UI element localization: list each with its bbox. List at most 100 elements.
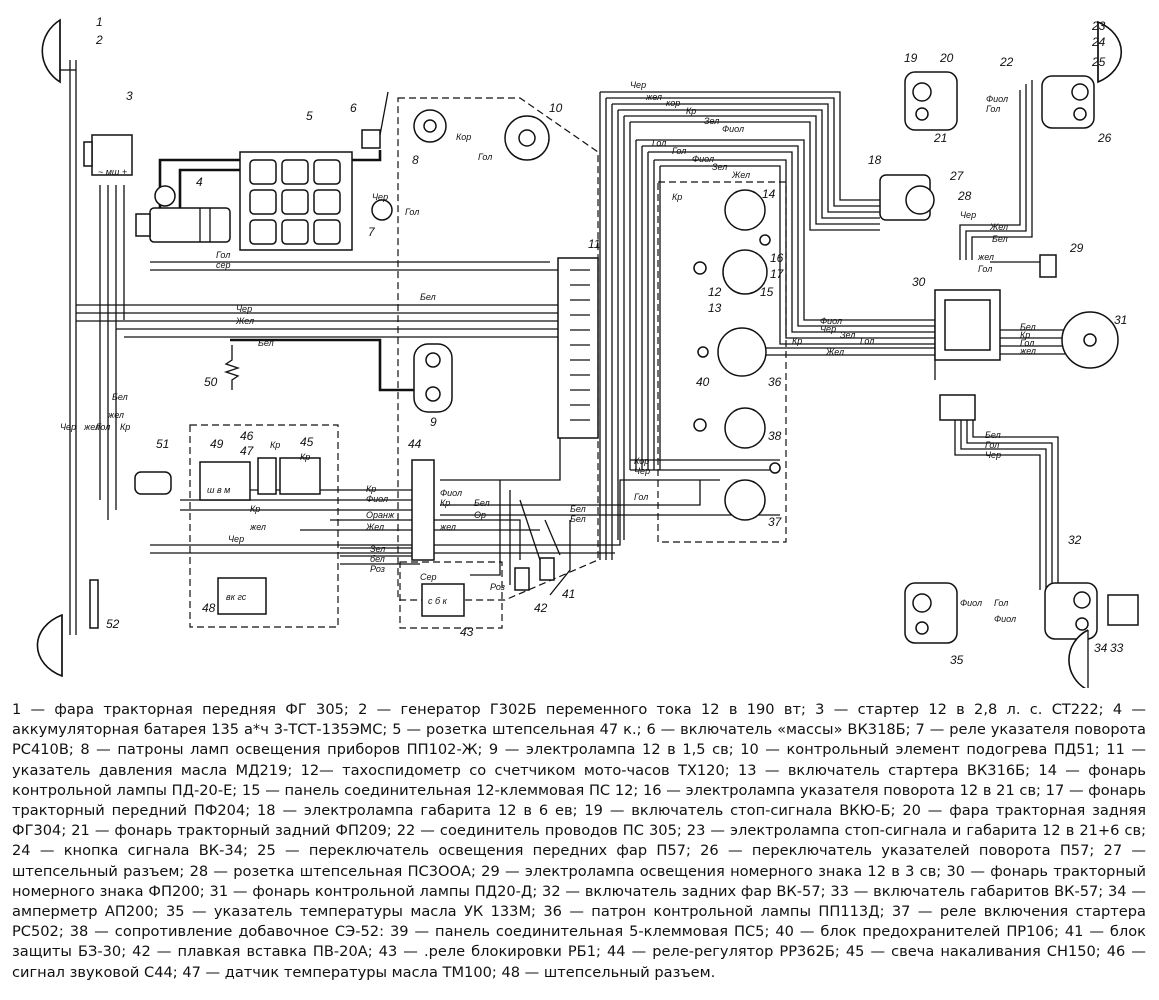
svg-text:43: 43: [460, 625, 474, 639]
relay-regulator-49: ш в м: [199, 461, 251, 501]
svg-text:52: 52: [106, 617, 120, 631]
svg-text:Фиол: Фиол: [820, 316, 842, 326]
wire-labels: Чер Гол Гол сер Чер Жел Бел Бел Гол Кор …: [60, 80, 1036, 624]
svg-text:Бел: Бел: [985, 430, 1001, 440]
svg-text:Кор: Кор: [634, 456, 649, 466]
svg-text:Кр: Кр: [686, 106, 696, 116]
svg-text:жел: жел: [249, 522, 266, 532]
top-harness: [599, 91, 935, 560]
svg-text:12: 12: [708, 285, 722, 299]
svg-text:32: 32: [1068, 533, 1082, 547]
svg-text:44: 44: [408, 437, 422, 451]
horn-46: [257, 457, 277, 495]
svg-text:Гол: Гол: [405, 207, 419, 217]
svg-text:45: 45: [300, 435, 314, 449]
fuse-block-40: [697, 346, 709, 358]
svg-text:13: 13: [708, 301, 722, 315]
svg-text:~ мш +: ~ мш +: [98, 167, 127, 177]
svg-text:Бел: Бел: [474, 498, 490, 508]
svg-text:24: 24: [1091, 35, 1106, 49]
svg-text:Кр: Кр: [270, 440, 280, 450]
svg-text:15: 15: [760, 285, 774, 299]
svg-text:Бел: Бел: [112, 392, 128, 402]
glow-plug-51: [134, 471, 172, 495]
svg-text:50: 50: [204, 375, 218, 389]
svg-text:жел: жел: [977, 252, 994, 262]
svg-text:Гол: Гол: [634, 492, 648, 502]
svg-text:36: 36: [768, 375, 782, 389]
svg-text:25: 25: [1091, 55, 1106, 69]
svg-text:47: 47: [240, 444, 255, 458]
relay-block-enclosure: [399, 561, 503, 629]
svg-text:21: 21: [933, 131, 947, 145]
svg-text:37: 37: [768, 515, 783, 529]
turn-lamp-16: [769, 462, 781, 474]
svg-text:8: 8: [412, 153, 419, 167]
svg-text:с б к: с б к: [428, 596, 448, 606]
rear-lamp-bottom-left: [904, 582, 958, 644]
svg-text:Зел: Зел: [704, 116, 719, 126]
svg-text:11: 11: [588, 237, 600, 251]
svg-text:23: 23: [1091, 19, 1106, 33]
svg-text:Гол: Гол: [860, 336, 874, 346]
svg-text:35: 35: [950, 653, 964, 667]
svg-text:Гол: Гол: [216, 250, 230, 260]
svg-text:Бел: Бел: [1020, 322, 1036, 332]
svg-text:Фиол: Фиол: [440, 488, 462, 498]
svg-text:34: 34: [1094, 641, 1108, 655]
svg-text:14: 14: [762, 187, 776, 201]
svg-text:40: 40: [696, 375, 710, 389]
svg-text:19: 19: [904, 51, 918, 65]
front-headlamp-bottom: [36, 613, 63, 678]
svg-text:42: 42: [534, 601, 548, 615]
dash-lamps: [413, 343, 453, 413]
svg-text:20: 20: [939, 51, 954, 65]
svg-text:Зел: Зел: [840, 330, 855, 340]
svg-text:30: 30: [912, 275, 926, 289]
svg-text:Гол: Гол: [652, 138, 666, 148]
svg-text:Фиол: Фиол: [692, 154, 714, 164]
svg-text:Кр: Кр: [440, 498, 450, 508]
svg-text:Кр: Кр: [250, 504, 260, 514]
svg-text:Кр: Кр: [120, 422, 130, 432]
lamp-holder-36: [717, 327, 767, 377]
relay-regulator-44: [411, 459, 435, 561]
svg-text:ш в м: ш в м: [207, 485, 230, 495]
starter-motor: [135, 185, 231, 243]
rear-lamp-top-left: [904, 71, 958, 131]
sensor-52: [89, 579, 99, 629]
svg-text:26: 26: [1097, 131, 1112, 145]
svg-text:48: 48: [202, 601, 216, 615]
svg-text:16: 16: [770, 251, 784, 265]
svg-text:7: 7: [368, 225, 376, 239]
svg-text:Чер: Чер: [372, 192, 388, 202]
svg-text:Гол: Гол: [986, 104, 1000, 114]
svg-text:Чер: Чер: [236, 304, 252, 314]
svg-text:Кр: Кр: [300, 452, 310, 462]
terminal-panel: [557, 257, 599, 439]
front-headlamp-top: [41, 18, 61, 84]
svg-text:бел: бел: [370, 554, 385, 564]
svg-text:Кр: Кр: [366, 484, 376, 494]
rear-lamp-bottom-right: [1044, 582, 1139, 640]
right-harness: [934, 80, 1065, 590]
svg-text:жел: жел: [83, 422, 100, 432]
svg-text:Чер: Чер: [985, 450, 1001, 460]
svg-text:18: 18: [868, 153, 882, 167]
resistor-38: [724, 407, 766, 449]
svg-text:Ор: Ор: [474, 510, 486, 520]
rear-lamp-top-right: [1041, 75, 1095, 129]
svg-text:Гол: Гол: [96, 422, 110, 432]
rear-headlamp-bottom: [1068, 629, 1089, 688]
svg-text:Гол: Гол: [994, 598, 1008, 608]
preheat-indicator: [504, 115, 550, 161]
svg-text:Чер: Чер: [960, 210, 976, 220]
svg-text:Чер: Чер: [228, 534, 244, 544]
svg-text:сер: сер: [216, 260, 231, 270]
dashboard-enclosure: [397, 97, 599, 601]
svg-text:Бел: Бел: [992, 234, 1008, 244]
svg-text:Роз: Роз: [370, 564, 385, 574]
battery: [239, 151, 353, 251]
wiring-diagram: ~ мш +: [36, 15, 1139, 688]
svg-text:33: 33: [1110, 641, 1124, 655]
